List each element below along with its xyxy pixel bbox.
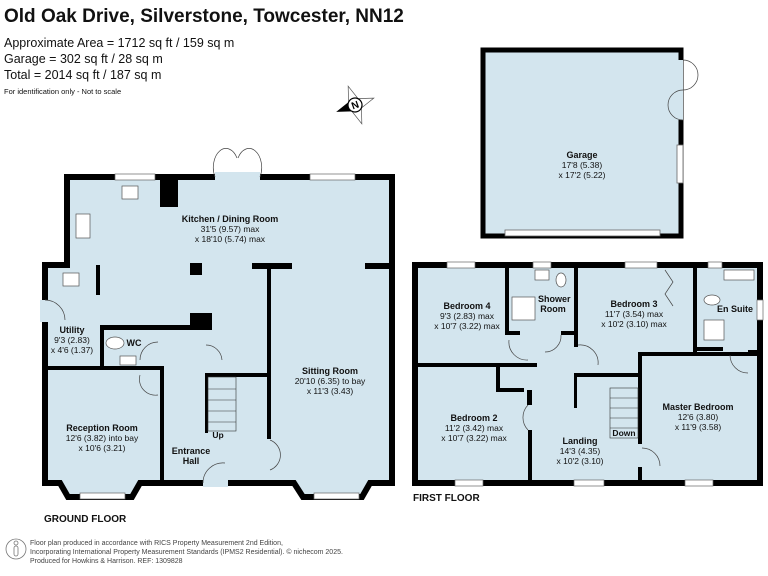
first-floor-plan [412, 261, 764, 487]
stairs-down-label: Down [612, 428, 636, 438]
room-entrance-hall: Entrance Hall [171, 446, 211, 466]
property-title: Old Oak Drive, Silverstone, Towcester, N… [4, 6, 404, 27]
info-person-icon [5, 538, 27, 560]
approximate-area: Approximate Area = 1712 sq ft / 159 sq m [4, 36, 235, 50]
garage-area: Garage = 302 sq ft / 28 sq m [4, 52, 163, 66]
first-floor-label: FIRST FLOOR [413, 493, 480, 504]
scale-note: For identification only - Not to scale [4, 87, 122, 96]
first-floor-stairs [609, 387, 639, 439]
compass-north-letter: N [350, 99, 361, 112]
total-area: Total = 2014 sq ft / 187 sq m [4, 68, 162, 82]
stairs-up-label: Up [212, 430, 224, 440]
compass-icon: N [336, 85, 375, 125]
room-shower-room: Shower Room [538, 294, 571, 314]
ground-floor-label: GROUND FLOOR [44, 514, 127, 525]
footer-line: Incorporating International Property Mea… [30, 549, 343, 556]
ground-stairs [207, 376, 237, 432]
footer-disclaimer: Floor plan produced in accordance with R… [30, 539, 343, 566]
room-wc: WC [126, 338, 142, 348]
room-en-suite: En Suite [716, 304, 754, 314]
footer-line: Floor plan produced in accordance with R… [30, 540, 283, 547]
ground-floor-plan [40, 148, 395, 500]
garage-plan [480, 47, 699, 239]
footer-line: Produced for Howkins & Harrison. REF: 13… [30, 558, 183, 565]
